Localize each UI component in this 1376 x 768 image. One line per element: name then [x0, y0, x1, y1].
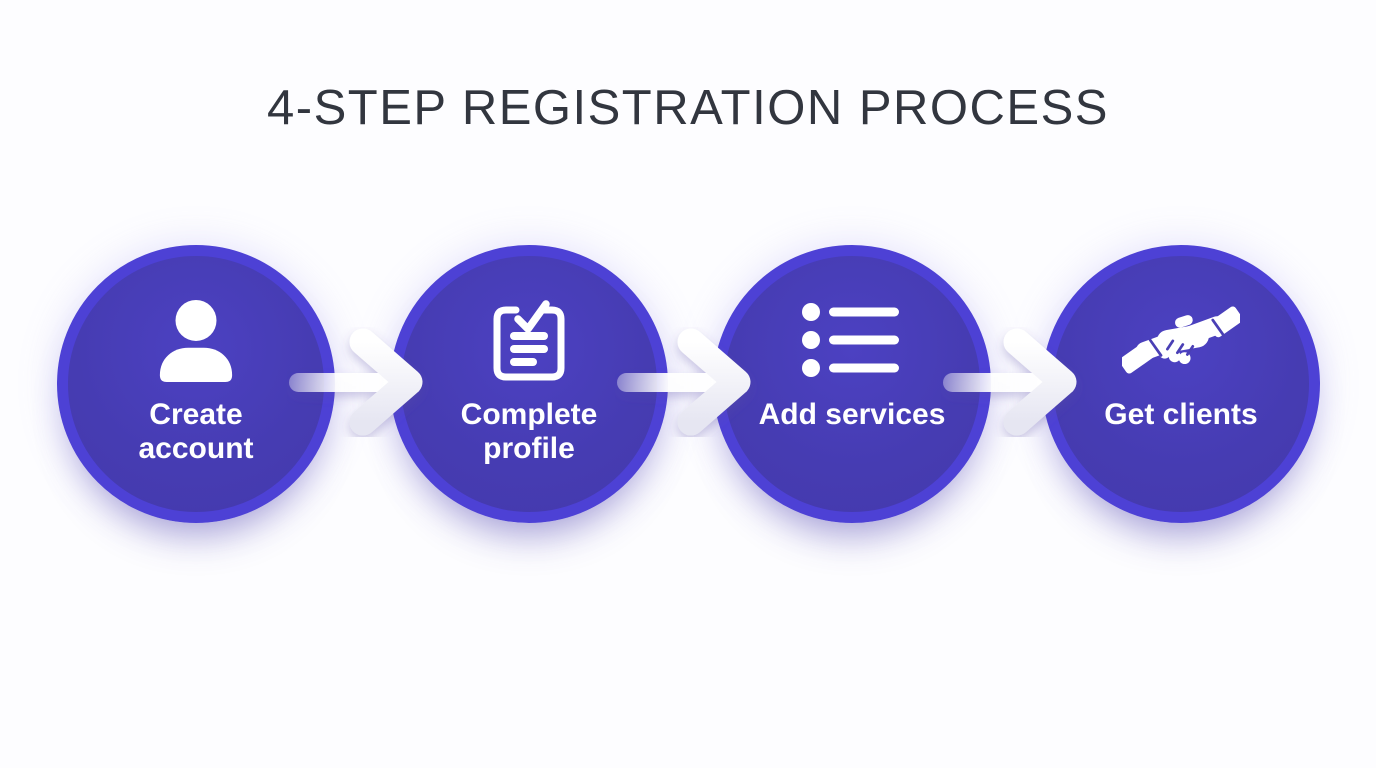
step-circle-create-account: Create account [57, 245, 335, 523]
user-icon [155, 290, 237, 390]
checklist-icon [488, 290, 570, 390]
step-label: Complete profile [460, 398, 598, 466]
arrow-right-icon [289, 328, 423, 436]
handshake-icon [1122, 290, 1240, 390]
list-icon [801, 290, 903, 390]
arrow-right-icon [943, 328, 1077, 436]
step-label: Add services [758, 398, 946, 431]
step-label: Create account [138, 398, 254, 466]
page-title: 4-STEP REGISTRATION PROCESS [267, 81, 1109, 135]
step-label: Get clients [1104, 398, 1258, 431]
step-circle-get-clients: Get clients [1042, 245, 1320, 523]
arrow-right-icon [617, 328, 751, 436]
